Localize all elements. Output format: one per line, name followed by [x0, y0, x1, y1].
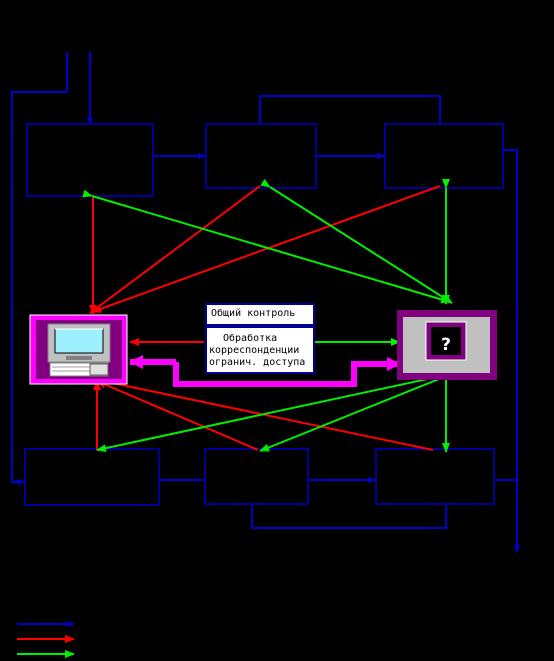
center-panel-title: Общий контроль [211, 308, 296, 319]
legend [17, 621, 75, 658]
terminal-glyph: ? [441, 335, 451, 355]
green-arrows [82, 178, 464, 453]
center-panel-line-2: корреспонденции [209, 345, 300, 356]
center-panel-line-1: Обработка [223, 333, 278, 344]
center-panel-line-3: огранич. доступа [209, 357, 306, 368]
blue-line-bottom-loop [251, 504, 447, 529]
center-panel-title-box: Общий контроль [205, 303, 315, 326]
process-box-top-right [384, 123, 504, 189]
blue-line-top-loop [259, 95, 441, 124]
red-arrow-box2-computer [89, 185, 261, 314]
red-arrow-box3-computer [91, 185, 441, 313]
red-arrow-box5-computer [96, 380, 259, 451]
process-box-top-left [26, 123, 154, 197]
blue-line-top-left-in [11, 52, 68, 485]
process-box-bottom-right [375, 448, 495, 505]
green-arrow-box1-terminal [82, 189, 451, 304]
blue-flow-lines [11, 52, 520, 553]
process-box-top-middle [205, 123, 317, 189]
blue-line-right-out [503, 149, 520, 553]
green-arrow-terminal-box5 [259, 365, 464, 452]
center-panel-body-box: Обработка корреспонденции огранич. досту… [205, 326, 315, 374]
computer-icon [29, 314, 128, 385]
terminal-question-icon: ? [397, 310, 497, 380]
process-box-bottom-left [24, 448, 160, 506]
process-box-bottom-middle [204, 448, 309, 505]
green-arrow-box2-terminal [260, 178, 453, 304]
